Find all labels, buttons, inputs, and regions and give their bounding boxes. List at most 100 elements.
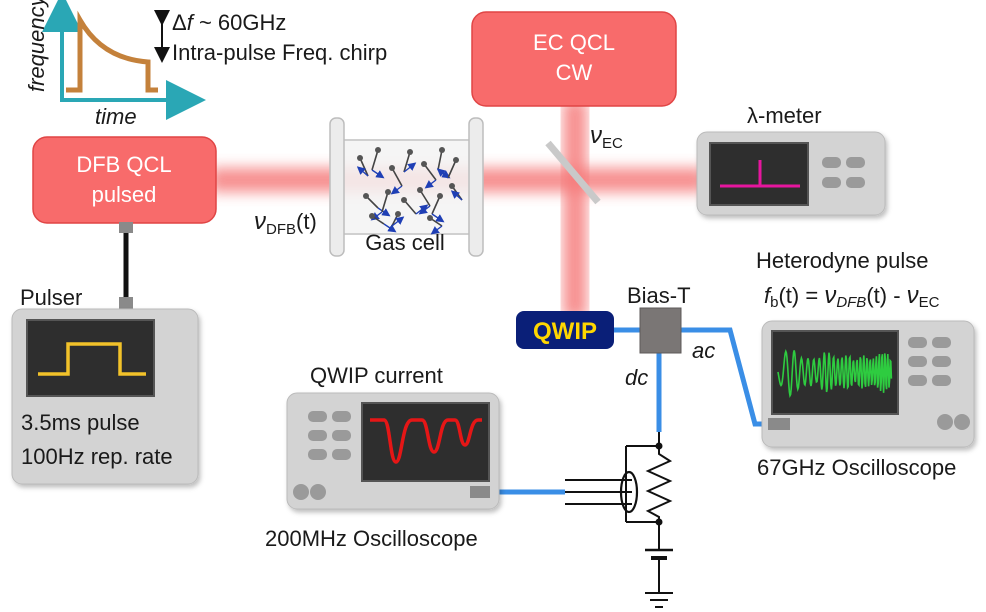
gas-cell-window-right: [468, 117, 484, 257]
molecule-motion-arrow: [356, 166, 369, 177]
molecule-atom: [369, 213, 375, 219]
beam-splitter: [545, 140, 601, 205]
lambda-meter-key: [846, 177, 865, 188]
qwip-box: [516, 311, 614, 349]
pulser-spec-1: 3.5ms pulse: [21, 410, 140, 435]
qwip-detector[interactable]: QWIP: [516, 311, 614, 349]
molecule-atom: [453, 157, 459, 163]
pulser-trace: [38, 342, 146, 376]
molecule-atom: [363, 193, 369, 199]
lambda-meter-key: [822, 157, 841, 168]
pulser[interactable]: [11, 308, 199, 485]
molecule-motion-arrow: [391, 216, 405, 227]
dfb-qcl-box: [32, 136, 217, 224]
slow-scope-key: [308, 430, 327, 441]
ec-frequency-label: νEC: [590, 122, 623, 152]
slow-scope-screen: [361, 402, 490, 482]
dfb-qcl-line1: DFB QCL: [76, 152, 171, 177]
fast-scope-key: [932, 356, 951, 367]
heterodyne-trace: [777, 349, 893, 399]
bias-tee[interactable]: [639, 307, 682, 354]
ec-qcl-box: [471, 11, 677, 107]
molecule-motion-arrow: [450, 190, 463, 201]
molecule-atom: [385, 189, 391, 195]
molecule-motion-arrow: [370, 211, 383, 221]
slow-scope-title: QWIP current: [310, 363, 443, 388]
junction-dot: [655, 442, 663, 450]
molecule-bond: [419, 189, 431, 207]
chirp-value: Δf ~ 60GHz: [172, 10, 286, 35]
molecule-bond: [391, 167, 403, 187]
lambda-meter-key: [846, 157, 865, 168]
heterodyne-title: Heterodyne pulse: [756, 248, 928, 273]
molecule-bond: [447, 159, 457, 179]
molecule-bond: [403, 199, 417, 215]
molecule-atom: [389, 165, 395, 171]
fast-scope-key: [932, 375, 951, 386]
gas-cell-window-left: [329, 117, 345, 257]
vertical-beam: [563, 100, 587, 318]
molecule-motion-arrow: [431, 213, 445, 223]
fast-scope-knob: [954, 414, 970, 430]
molecule-atom: [375, 147, 381, 153]
junction-dot: [655, 518, 663, 526]
fast-scope-label: 67GHz Oscilloscope: [757, 455, 956, 480]
slow-oscilloscope[interactable]: [286, 392, 500, 510]
fast-scope-key: [908, 375, 927, 386]
molecule-bond: [371, 149, 379, 171]
pulser-spec-2: 100Hz rep. rate: [21, 444, 173, 469]
inset-xlabel: time: [95, 104, 137, 129]
fast-scope-key: [908, 337, 927, 348]
bias-tee-dc: dc: [625, 365, 648, 390]
gas-molecules: [356, 147, 463, 235]
lambda-meter-trace: [720, 160, 800, 188]
molecule-motion-arrow: [418, 205, 431, 215]
dfb-qcl[interactable]: DFB QCL pulsed: [32, 136, 217, 224]
molecule-bond: [403, 151, 411, 173]
molecule-motion-arrow: [383, 223, 397, 233]
pulser-screen: [26, 319, 155, 397]
molecule-motion-arrow: [403, 162, 417, 173]
signal-cables: [488, 327, 770, 495]
chirp-inset: frequency time Δf ~ 60GHz Intra-pulse Fr…: [24, 0, 387, 129]
lambda-meter-label: λ-meter: [747, 103, 822, 128]
slow-scope-key: [332, 449, 351, 460]
slow-scope-label: 200MHz Oscilloscope: [265, 526, 478, 551]
slow-scope-key: [332, 411, 351, 422]
chirp-curve: [66, 10, 158, 93]
ec-qcl-line2: CW: [556, 60, 593, 85]
molecule-motion-arrow: [371, 169, 385, 179]
pulser-label: Pulser: [20, 285, 82, 310]
molecule-atom: [437, 193, 443, 199]
molecule-bond: [423, 163, 437, 181]
molecule-motion-arrow: [424, 179, 437, 189]
molecule-atom: [421, 161, 427, 167]
dfb-qcl-line2: pulsed: [92, 182, 157, 207]
probe-clamp: [619, 470, 639, 514]
slow-scope-knob: [293, 484, 309, 500]
molecule-atom: [357, 155, 363, 161]
dfb-frequency-label: νDFB(t): [254, 208, 317, 238]
qwip-label: QWIP: [533, 318, 597, 345]
lambda-meter[interactable]: [696, 131, 886, 216]
ground-symbol: [645, 592, 673, 608]
fast-scope-key: [908, 356, 927, 367]
molecule-bond: [437, 149, 443, 171]
molecule-motion-arrow: [390, 185, 403, 195]
fast-scope-knob: [937, 414, 953, 430]
molecule-bond: [381, 191, 389, 213]
fast-oscilloscope[interactable]: [761, 320, 975, 448]
bias-tee-box: [639, 307, 682, 354]
molecule-motion-arrow: [436, 168, 449, 179]
molecule-motion-arrow: [430, 225, 443, 235]
ec-qcl[interactable]: EC QCL CW: [471, 11, 677, 107]
dfb-connector: [119, 222, 133, 233]
resistor: [645, 446, 673, 522]
molecule-atom: [439, 147, 445, 153]
bias-tee-ac: ac: [692, 338, 715, 363]
molecule-atom: [395, 211, 401, 217]
gas-cell-label: Gas cell: [365, 230, 444, 255]
gas-cell: [329, 117, 484, 257]
molecule-atom: [449, 183, 455, 189]
